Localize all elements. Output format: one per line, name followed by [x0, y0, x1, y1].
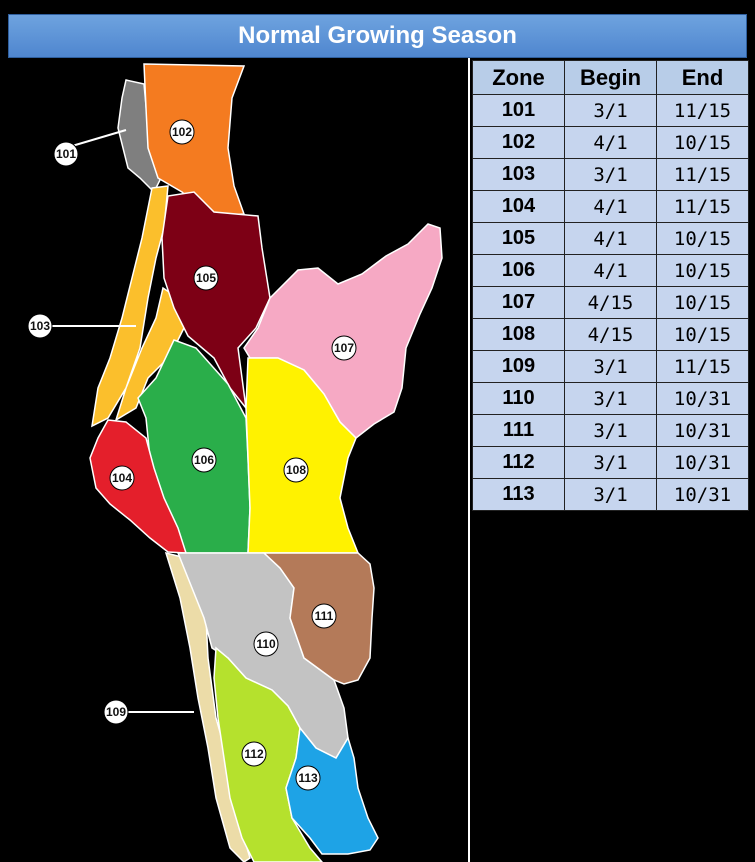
zone-cell: 105: [472, 222, 565, 255]
zone-cell: 104: [472, 190, 565, 223]
end-cell: 10/31: [656, 478, 749, 511]
zone-113-label: 113: [295, 765, 321, 791]
header-begin: Begin: [564, 60, 657, 95]
end-cell: 10/15: [656, 254, 749, 287]
end-cell: 11/15: [656, 350, 749, 383]
begin-cell: 3/1: [564, 382, 657, 415]
begin-cell: 3/1: [564, 350, 657, 383]
end-cell: 10/31: [656, 414, 749, 447]
zone-cell: 112: [472, 446, 565, 479]
end-cell: 11/15: [656, 94, 749, 127]
end-cell: 10/15: [656, 286, 749, 319]
zone-cell: 106: [472, 254, 565, 287]
table-header-row: Zone Begin End: [472, 60, 749, 95]
zone-cell: 103: [472, 158, 565, 191]
zone-108-label: 108: [283, 457, 309, 483]
begin-cell: 3/1: [564, 158, 657, 191]
zone-113-label-text: 113: [298, 771, 318, 785]
zone-111-label-text: 111: [315, 609, 334, 623]
header-end: End: [656, 60, 749, 95]
zone-cell: 102: [472, 126, 565, 159]
zone-106-label-text: 106: [194, 453, 214, 467]
zone-113-region[interactable]: [285, 726, 379, 855]
zone-cell: 113: [472, 478, 565, 511]
zone-108-region[interactable]: [245, 357, 360, 554]
zone-111-label: 111: [311, 603, 337, 629]
begin-cell: 3/1: [564, 414, 657, 447]
zone-108-label-text: 108: [286, 463, 306, 477]
zone-104-region[interactable]: [89, 419, 188, 554]
zone-102-label-text: 102: [172, 125, 192, 139]
zone-104-label: 104: [109, 465, 135, 491]
begin-cell: 3/1: [564, 446, 657, 479]
end-cell: 10/15: [656, 222, 749, 255]
zone-109-label-text: 109: [106, 705, 126, 719]
begin-cell: 4/15: [564, 286, 657, 319]
zone-103-label: 103: [27, 313, 53, 339]
header-zone: Zone: [472, 60, 565, 95]
end-cell: 10/31: [656, 382, 749, 415]
zone-cell: 108: [472, 318, 565, 351]
page-title: Normal Growing Season: [8, 14, 747, 58]
zone-107-label: 107: [331, 335, 357, 361]
zone-cell: 111: [472, 414, 565, 447]
zone-105-region[interactable]: [161, 191, 271, 411]
zone-103-label-text: 103: [30, 319, 50, 333]
panel-divider: [468, 58, 470, 862]
end-cell: 10/15: [656, 318, 749, 351]
zone-104-label-text: 104: [112, 471, 132, 485]
zone-map: 101 102 103 104 105 106 107 108: [18, 58, 468, 862]
zone-112-label-text: 112: [244, 747, 264, 761]
begin-cell: 4/1: [564, 254, 657, 287]
zone-110-label: 110: [253, 631, 279, 657]
zone-101-label-text: 101: [56, 147, 76, 161]
begin-cell: 4/1: [564, 190, 657, 223]
begin-cell: 4/1: [564, 222, 657, 255]
zone-110-label-text: 110: [256, 637, 276, 651]
zone-112-region[interactable]: [213, 646, 323, 862]
begin-cell: 4/15: [564, 318, 657, 351]
zone-cell: 109: [472, 350, 565, 383]
zone-105-label-text: 105: [196, 271, 216, 285]
title-bar: Normal Growing Season: [0, 0, 755, 58]
end-cell: 10/15: [656, 126, 749, 159]
end-cell: 10/31: [656, 446, 749, 479]
zone-cell: 101: [472, 94, 565, 127]
zone-102-label: 102: [169, 119, 195, 145]
begin-cell: 3/1: [564, 94, 657, 127]
end-cell: 11/15: [656, 190, 749, 223]
zone-105-label: 105: [193, 265, 219, 291]
callout-line-101: [71, 129, 127, 147]
zone-cell: 110: [472, 382, 565, 415]
begin-cell: 4/1: [564, 126, 657, 159]
end-cell: 11/15: [656, 158, 749, 191]
zone-cell: 107: [472, 286, 565, 319]
zone-106-label: 106: [191, 447, 217, 473]
begin-cell: 3/1: [564, 478, 657, 511]
zone-map-svg: 101 102 103 104 105 106 107 108: [27, 63, 443, 862]
zone-101-label: 101: [53, 141, 79, 167]
zone-109-label: 109: [103, 699, 129, 725]
zone-112-label: 112: [241, 741, 267, 767]
zone-107-label-text: 107: [334, 341, 354, 355]
